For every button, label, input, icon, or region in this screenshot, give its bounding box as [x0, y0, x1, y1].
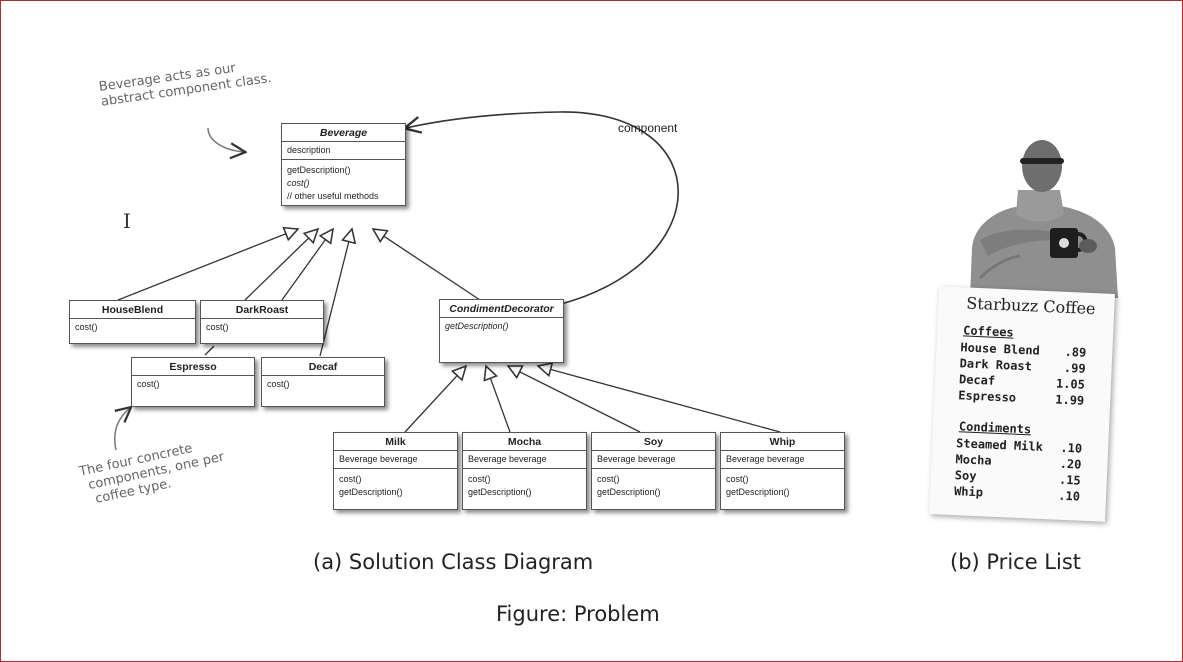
price-item-value: 1.99: [1055, 392, 1085, 408]
class-milk-attributes: Beverage beverage: [334, 451, 457, 469]
method: getDescription(): [468, 487, 532, 497]
method: getDescription(): [597, 487, 661, 497]
text-cursor-icon: I: [123, 209, 131, 233]
price-item-value: .15: [1058, 472, 1082, 488]
class-condimentdecorator: CondimentDecorator getDescription(): [439, 299, 564, 363]
class-espresso-methods: cost(): [132, 376, 254, 406]
coffees-heading: Coffees: [962, 323, 1014, 340]
class-whip-name: Whip: [721, 433, 844, 451]
class-beverage: Beverage description getDescription() co…: [281, 123, 406, 206]
inherit-darkroast-line-2: [281, 229, 333, 301]
class-houseblend-methods: cost(): [70, 319, 195, 343]
price-item-value: .20: [1059, 456, 1082, 472]
method: cost(): [287, 178, 310, 188]
attribute: description: [287, 145, 331, 155]
method: cost(): [597, 474, 620, 484]
component-label: component: [618, 121, 678, 135]
method: cost(): [137, 379, 160, 389]
class-darkroast: DarkRoast cost(): [200, 300, 324, 344]
method: cost(): [75, 322, 98, 332]
caption-a: (a) Solution Class Diagram: [313, 550, 594, 574]
class-darkroast-methods: cost(): [201, 319, 323, 343]
method: cost(): [726, 474, 749, 484]
class-beverage-name: Beverage: [282, 124, 405, 142]
price-item-name: Dark Roast: [959, 356, 1033, 374]
inherit-whip-line: [538, 366, 781, 433]
method: getDescription(): [287, 165, 351, 175]
class-darkroast-name: DarkRoast: [201, 301, 323, 319]
price-item-value: 1.05: [1055, 376, 1086, 392]
price-row: Whip .10: [954, 484, 1080, 503]
inherit-darkroast-line-1: [244, 229, 318, 301]
caption-b: (b) Price List: [950, 550, 1082, 574]
component-association-curve: [406, 111, 679, 309]
class-mocha-methods: cost() getDescription(): [463, 469, 586, 509]
class-decaf-methods: cost(): [262, 376, 384, 406]
class-soy-name: Soy: [592, 433, 715, 451]
price-item-name: Whip: [953, 484, 984, 500]
price-item-name: Espresso: [958, 388, 1017, 405]
class-soy-methods: cost() getDescription(): [592, 469, 715, 509]
class-milk-methods: cost() getDescription(): [334, 469, 457, 509]
note-bottom-arrow: [114, 408, 130, 451]
method: getDescription(): [445, 321, 509, 331]
attribute: Beverage beverage: [339, 454, 418, 464]
inherit-decaf-line: [319, 229, 352, 357]
note-top-arrow: [207, 127, 244, 152]
price-item-value: .10: [1060, 440, 1083, 456]
price-item-value: .10: [1058, 488, 1081, 504]
inherit-mocha-line: [486, 366, 511, 433]
class-whip: Whip Beverage beverage cost() getDescrip…: [720, 432, 845, 510]
price-item-name: Decaf: [958, 372, 996, 388]
figure-caption: Figure: Problem: [496, 602, 660, 626]
class-houseblend-name: HouseBlend: [70, 301, 195, 319]
method: cost(): [468, 474, 491, 484]
class-soy: Soy Beverage beverage cost() getDescript…: [591, 432, 716, 510]
attribute: Beverage beverage: [468, 454, 547, 464]
method: cost(): [206, 322, 229, 332]
price-item-value: .99: [1063, 360, 1086, 376]
price-item-name: Mocha: [955, 452, 992, 468]
inherit-condiment-line: [373, 229, 481, 301]
class-decaf: Decaf cost(): [261, 357, 385, 407]
attribute: Beverage beverage: [597, 454, 676, 464]
class-beverage-attributes: description: [282, 142, 405, 160]
method: getDescription(): [339, 487, 403, 497]
method: cost(): [267, 379, 290, 389]
barista-photo: [960, 128, 1125, 298]
class-milk-name: Milk: [334, 433, 457, 451]
class-espresso: Espresso cost(): [131, 357, 255, 407]
condiments-heading: Condiments: [958, 419, 1032, 437]
inherit-soy-line: [508, 366, 641, 433]
price-item-value: .89: [1064, 344, 1087, 360]
price-item-name: House Blend: [960, 340, 1041, 358]
inherit-espresso-line: [204, 345, 215, 356]
class-espresso-name: Espresso: [132, 358, 254, 376]
class-houseblend: HouseBlend cost(): [69, 300, 196, 344]
class-whip-attributes: Beverage beverage: [721, 451, 844, 469]
attribute: Beverage beverage: [726, 454, 805, 464]
inherit-houseblend-line: [117, 229, 298, 301]
class-beverage-methods: getDescription() cost() // other useful …: [282, 160, 405, 205]
price-list-card: Starbuzz Coffee Coffees House Blend .89 D…: [929, 286, 1115, 522]
class-milk: Milk Beverage beverage cost() getDescrip…: [333, 432, 458, 510]
class-whip-methods: cost() getDescription(): [721, 469, 844, 509]
class-soy-attributes: Beverage beverage: [592, 451, 715, 469]
method: getDescription(): [726, 487, 790, 497]
class-decaf-name: Decaf: [262, 358, 384, 376]
class-condimentdecorator-methods: getDescription(): [440, 318, 563, 362]
method: cost(): [339, 474, 362, 484]
class-mocha-attributes: Beverage beverage: [463, 451, 586, 469]
inherit-milk-line: [404, 366, 466, 433]
class-mocha: Mocha Beverage beverage cost() getDescri…: [462, 432, 587, 510]
class-condimentdecorator-name: CondimentDecorator: [440, 300, 563, 318]
price-list-title: Starbuzz Coffee: [965, 293, 1096, 319]
price-item-name: Soy: [954, 468, 977, 484]
price-item-name: Steamed Milk: [955, 436, 1044, 454]
price-row: Espresso 1.99: [958, 388, 1084, 407]
class-mocha-name: Mocha: [463, 433, 586, 451]
method: // other useful methods: [287, 191, 379, 201]
